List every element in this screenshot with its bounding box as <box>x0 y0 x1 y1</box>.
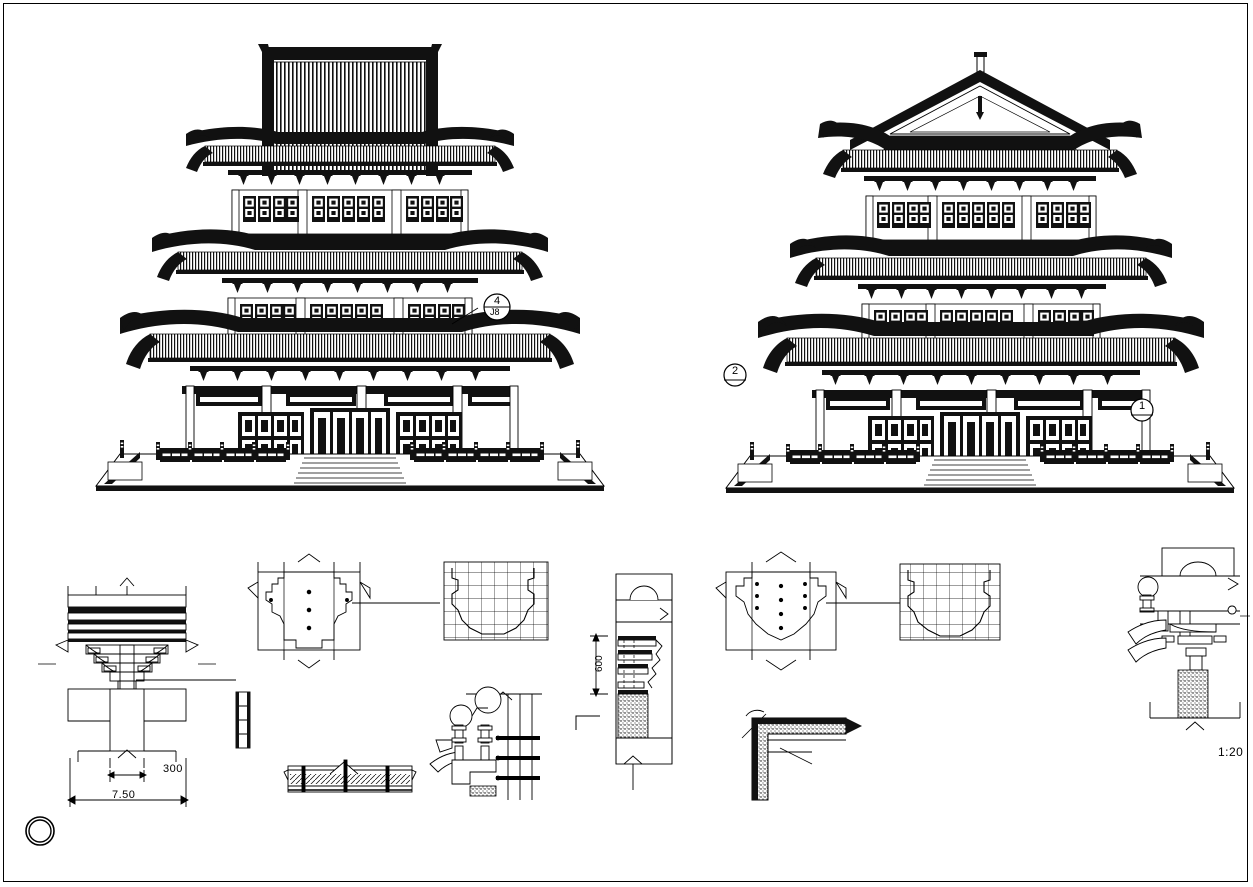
side-story-3-wall <box>865 195 1097 244</box>
side-eave-level-2 <box>790 235 1172 287</box>
detail-eave-section <box>590 573 673 790</box>
detail-1-dimensions <box>67 758 189 807</box>
eave-level-1 <box>120 309 580 369</box>
callout-1-label[interactable]: 1 <box>1139 400 1146 412</box>
callout-1-circle <box>1130 398 1154 422</box>
detail-profile-plan-2 <box>715 551 900 671</box>
detail-capital-assembly <box>1127 547 1250 731</box>
detail-profile-plan <box>247 553 440 669</box>
eave-level-3 <box>186 126 514 172</box>
callout-4-leader <box>451 307 479 325</box>
callout-2-label[interactable]: 2 <box>732 365 739 377</box>
detail-corner-rafter <box>741 709 862 801</box>
platform-and-balustrade <box>95 440 605 491</box>
bracket-row-1 <box>190 366 510 381</box>
bracket-row-3 <box>228 170 472 185</box>
bracket-row-2 <box>222 278 478 293</box>
dimension-label-300: 300 <box>163 763 183 775</box>
side-ground-story <box>812 389 1151 484</box>
scale-note: 1:20 <box>1218 745 1244 759</box>
front-elevation-drawing <box>95 44 605 491</box>
side-elevation-drawing <box>723 52 1235 493</box>
detail-bracket-assembly <box>429 686 600 800</box>
detail-column-section <box>257 562 361 572</box>
side-platform-and-balustrade <box>725 442 1235 493</box>
drawing-ref-circle <box>25 816 55 846</box>
detail-grid-template <box>443 561 549 641</box>
eave-level-2 <box>152 229 548 281</box>
side-bracket-row-1 <box>822 370 1140 385</box>
callout-2-circle <box>723 363 747 387</box>
dimension-label-750: 7.50 <box>112 789 136 801</box>
sheet-border <box>3 3 1248 882</box>
detail-grid-template-2 <box>899 563 1001 641</box>
side-eave-level-1 <box>758 313 1204 373</box>
detail-tile-section <box>283 759 417 793</box>
callout-4-label[interactable]: 4 <box>494 295 501 307</box>
dimension-label-600: 600 <box>594 655 605 672</box>
side-bracket-row-3 <box>864 176 1096 191</box>
side-bracket-row-2 <box>858 284 1106 299</box>
detail-dougong-elevation <box>38 577 251 762</box>
side-eave-level-3 <box>818 120 1142 178</box>
story-3-wall <box>231 189 469 238</box>
callout-4-sublabel: J8 <box>490 307 500 317</box>
ground-story <box>182 385 519 480</box>
